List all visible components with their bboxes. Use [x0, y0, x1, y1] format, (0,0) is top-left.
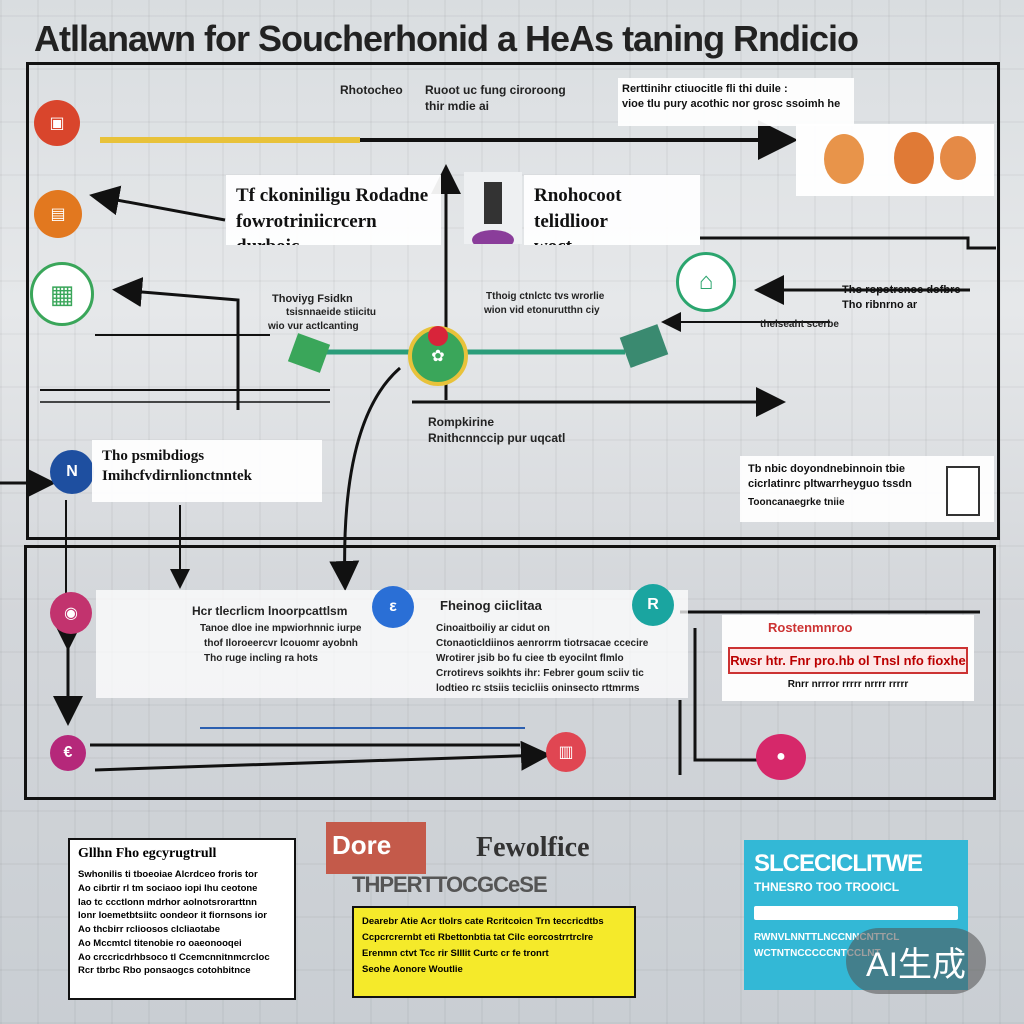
top-label-2b: thir mdie ai — [425, 98, 489, 114]
calculator-icon[interactable] — [946, 466, 980, 516]
center-figure — [464, 172, 522, 244]
teal-circle-icon[interactable]: R — [632, 584, 674, 626]
lower-col2-line-5: lodtieo rc stsiis tecicliis oninsecto rt… — [436, 682, 639, 696]
mid-left-line-2: fowrotriniicrcern durboic — [236, 209, 431, 245]
lower-right-box: Rostenmnroo Rwsr htr. Fnr pro.hb ol Tnsl… — [722, 615, 974, 701]
right-label-1: thelseaht scerbe — [760, 318, 839, 332]
bottom-note-line: Ao Mccmtcl titenobie ro oaeonooqei — [78, 937, 286, 951]
right-pipe — [700, 238, 996, 248]
middle-left-label-1: Thoviyg Fsidkn — [272, 292, 353, 307]
mid-left-box: Tf ckoniniligu Rodadne fowrotriniicrcern… — [226, 175, 441, 245]
curve-down-arrow — [345, 368, 400, 585]
red-circle-icon[interactable]: ▣ — [34, 100, 80, 146]
right-label-3: Tho ribnrno ar — [842, 298, 990, 313]
lower-col2-line-1: Cinoaitboiliy ar cidut on — [436, 622, 550, 636]
bottom-note-line: Ao crccricdrhbsoco tl Ccemcnnitnmcrcloc — [78, 951, 286, 965]
mid-right-line-2: woct boneschembienrs — [534, 234, 690, 245]
bottom-note-panel: Gllhn Fho egcyrugtrull Swhonilis ti tboe… — [68, 838, 296, 1000]
top-label-3b: vioe tlu pury acothic nor grosc ssoimh h… — [622, 97, 850, 112]
right-mid-box: Tho ropotrenoe dofbre Tho ribnrno ar — [836, 280, 996, 326]
bottom-note-line: Ao cibrtir rl tm sociaoo iopi lhu ceoton… — [78, 882, 286, 896]
top-label-3: Rerttinihr ctiuocitle fli thi duile : — [622, 82, 850, 97]
bottom-note-line: Rcr tbrbc Rbo ponsaogcs cotohbitnce — [78, 964, 286, 978]
stamp-1: Dore — [326, 822, 426, 869]
mid-left-arrow — [95, 196, 225, 220]
mid-right-box: Rnohocoot telidlioor woct boneschembienr… — [524, 175, 700, 245]
middle-left-label-2: tsisnnaeide stiicitu — [286, 306, 376, 320]
bottom-note-line: Iao tc ccctlonn mdrhor aolnotsrorarttnn — [78, 896, 286, 910]
lower-col2-title: Fheinog ciiclitaa — [440, 597, 542, 615]
bottom-note-lines: Swhonilis ti tboeoiae Alcrdceo froris to… — [78, 868, 286, 978]
yellow-line: Ccpcrcrernbt eti Rbettonbtia tat Cilc eo… — [362, 930, 626, 946]
lower-col1-line-1: Tanoe dloe ine mpwiorhnnic iurpe — [200, 622, 362, 636]
bottom-note-line: Swhonilis ti tboeoiae Alcrdceo froris to… — [78, 868, 286, 882]
orange-blob-icon — [894, 132, 934, 184]
blue-circle-icon[interactable]: ε — [372, 586, 414, 628]
arrow-label-1: Rompkirine — [428, 414, 494, 430]
left-process-box: Tho psmibdiogs Imihcfvdirnlionctnntek — [92, 440, 322, 502]
bottom-note-title: Gllhn Fho egcyrugtrull — [78, 846, 286, 862]
left-loop-arrow — [118, 290, 238, 410]
orange-blob-icon — [940, 136, 976, 180]
top-label-2: Ruoot uc fung ciroroong — [425, 82, 566, 98]
yellow-lines: Dearebr Atie Acr tlolrs cate Rcritcoicn … — [362, 914, 626, 979]
yellow-line: Seohe Aonore Woutlie — [362, 962, 626, 978]
magenta-circle-icon[interactable]: € — [50, 735, 86, 771]
lower-col2-line-2: Ctonaoticldiinos aenrorrm tiotrsacae cce… — [436, 637, 648, 651]
lower-col2-line-3: Wrotirer jsib bo fu ciee tb eyocilnt flm… — [436, 652, 624, 666]
stamp-2: Fewolfice — [476, 832, 590, 864]
figure-icon — [484, 182, 502, 224]
yellow-line: Erenmn ctvt Tcc rir SIIIit Curtc cr fe t… — [362, 946, 626, 962]
bottom-note-line: Ao thcbirr rclioosos clcliaotabe — [78, 923, 286, 937]
mid-right-line-1: Rnohocoot telidlioor — [534, 183, 690, 234]
top-label-1: Rhotocheo — [340, 82, 403, 98]
cyan-input[interactable] — [754, 906, 958, 920]
lower-right-header: Rostenmnroo — [768, 619, 968, 637]
cyan-title: SLCECICLITWE — [754, 850, 958, 878]
purple-arc-icon — [472, 230, 514, 244]
stamp-3: THPERTTOCGCeSE — [352, 872, 547, 898]
middle-left-label-3: wio vur actlcanting — [268, 320, 359, 334]
top-right-panel — [796, 124, 994, 196]
lower-col1-line-2: thof Iloroeercvr lcouomr ayobnh — [204, 637, 358, 651]
top-right-box: Rerttinihr ctiuocitle fli thi duile : vi… — [618, 78, 854, 126]
lower-col1-title: Hcr tlecrlicm lnoorpcattlsm — [192, 603, 347, 619]
lower-red-strip: Rwsr htr. Fnr pro.hb ol Tnsl nfo fioxhe — [728, 647, 968, 675]
lower-red-sub: Rnrr nrrror rrrrr nrrrr rrrrr — [728, 678, 968, 692]
green-house-icon[interactable]: ⌂ — [676, 252, 736, 312]
ai-generated-badge: AI生成 — [846, 928, 986, 994]
red-flower-icon — [428, 326, 448, 346]
pink-circle-icon[interactable]: ◉ — [50, 592, 92, 634]
red-cabinet-icon[interactable]: ▥ — [546, 732, 586, 772]
navy-circle-icon[interactable]: N — [50, 450, 94, 494]
arrow-label-2: Rnithcnnccip pur uqcatl — [428, 430, 565, 446]
left-process-line-1: Tho psmibdiogs — [102, 446, 312, 466]
cyan-sub: THNESRO TOO TROOICL — [754, 880, 958, 894]
middle-center-label-1: Tthoig ctnlctc tvs wrorlie — [486, 290, 604, 304]
stamp-box: Dore — [326, 822, 426, 874]
green-bus-icon[interactable]: ▦ — [30, 262, 94, 326]
middle-center-label-2: wion vid etonurutthn ciy — [484, 304, 600, 318]
lower-col1-line-3: Tho ruge incling ra hots — [204, 652, 318, 666]
right-label-2: Tho ropotrenoe dofbre — [842, 283, 990, 298]
bottom-note-line: Ionr Ioemetbtsiitc oondeor it fiornsons … — [78, 909, 286, 923]
yellow-panel: Dearebr Atie Acr tlolrs cate Rcritcoicn … — [352, 906, 636, 998]
left-process-line-2: Imihcfvdirnlionctnntek — [102, 466, 312, 486]
pink-apple-icon[interactable]: ● — [756, 734, 806, 780]
lower-col2-line-4: Crrotirevs soikhts ihr: Febrer goum scii… — [436, 667, 644, 681]
lower-arrow-1 — [95, 755, 545, 770]
orange-blob-icon — [824, 134, 864, 184]
yellow-line: Dearebr Atie Acr tlolrs cate Rcritcoicn … — [362, 914, 626, 930]
mid-left-line-1: Tf ckoniniligu Rodadne — [236, 183, 431, 209]
orange-circle-icon[interactable]: ▤ — [34, 190, 82, 238]
